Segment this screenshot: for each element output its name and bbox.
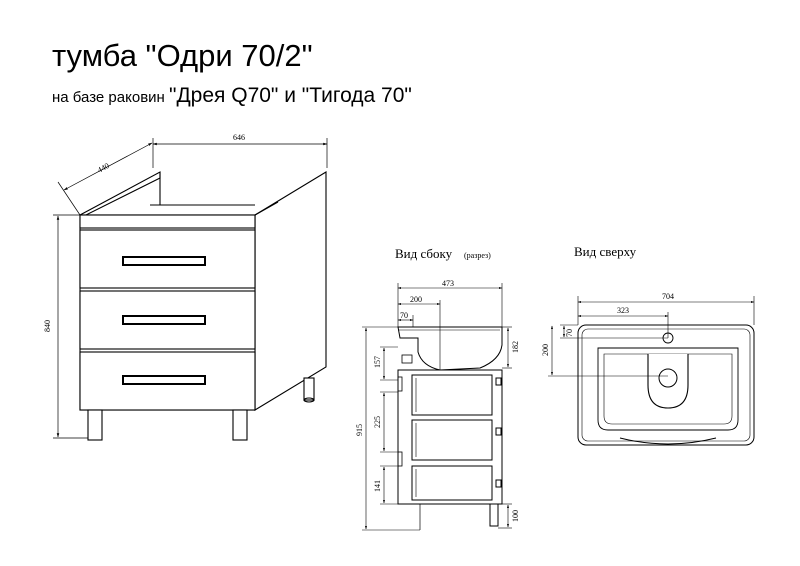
side-cabinet-body (397, 369, 503, 505)
side-dim-473: 473 (442, 279, 454, 288)
iso-dim-depth: 440 (96, 161, 111, 175)
side-drawer-2 (411, 419, 493, 461)
top-dim-200: 200 (541, 344, 550, 356)
subtitle-models: "Дрея Q70" и "Тигода 70" (169, 84, 412, 107)
iso-drawer-1 (79, 229, 256, 289)
side-view-label: Вид сбоку (395, 246, 453, 261)
isometric-view (53, 138, 328, 441)
top-dim-323: 323 (617, 306, 629, 315)
side-view-note: (разрез) (464, 251, 491, 260)
iso-back-panel (79, 171, 161, 216)
iso-drawer-2 (79, 290, 256, 350)
iso-leg-right (232, 409, 248, 441)
side-leg (489, 503, 499, 527)
side-dim-182: 182 (511, 341, 520, 353)
side-basin-outline (397, 326, 503, 371)
iso-handle-2 (122, 315, 206, 325)
subtitle-prefix: на базе раковин (52, 89, 165, 106)
top-basin-bowl (597, 347, 739, 431)
side-dim-225: 225 (373, 416, 382, 428)
page-title: тумба "Одри 70/2" (52, 38, 313, 73)
side-dim-200: 200 (410, 295, 422, 304)
side-dim-141: 141 (373, 480, 382, 492)
iso-leg-back (303, 377, 315, 401)
side-dim-915: 915 (355, 424, 364, 436)
iso-dim-height: 840 (43, 320, 52, 332)
side-dim-157: 157 (373, 356, 382, 368)
iso-handle-1 (122, 256, 206, 266)
side-drawer-3 (411, 465, 493, 501)
top-dim-704: 704 (662, 292, 674, 301)
top-view (548, 296, 755, 446)
side-dim-100: 100 (511, 510, 520, 522)
top-dim-70: 70 (565, 329, 574, 337)
iso-leg-left (87, 409, 103, 441)
iso-handle-3 (122, 375, 206, 385)
side-dim-70: 70 (400, 311, 408, 320)
iso-dim-width: 646 (233, 133, 245, 142)
page-subtitle: на базе раковин "Дрея Q70" и "Тигода 70" (52, 84, 412, 108)
iso-drawer-3 (79, 351, 256, 411)
side-drawer-1 (411, 374, 493, 416)
side-view (362, 283, 512, 531)
iso-right-side-panel (254, 171, 327, 411)
top-view-label: Вид сверху (574, 244, 637, 259)
